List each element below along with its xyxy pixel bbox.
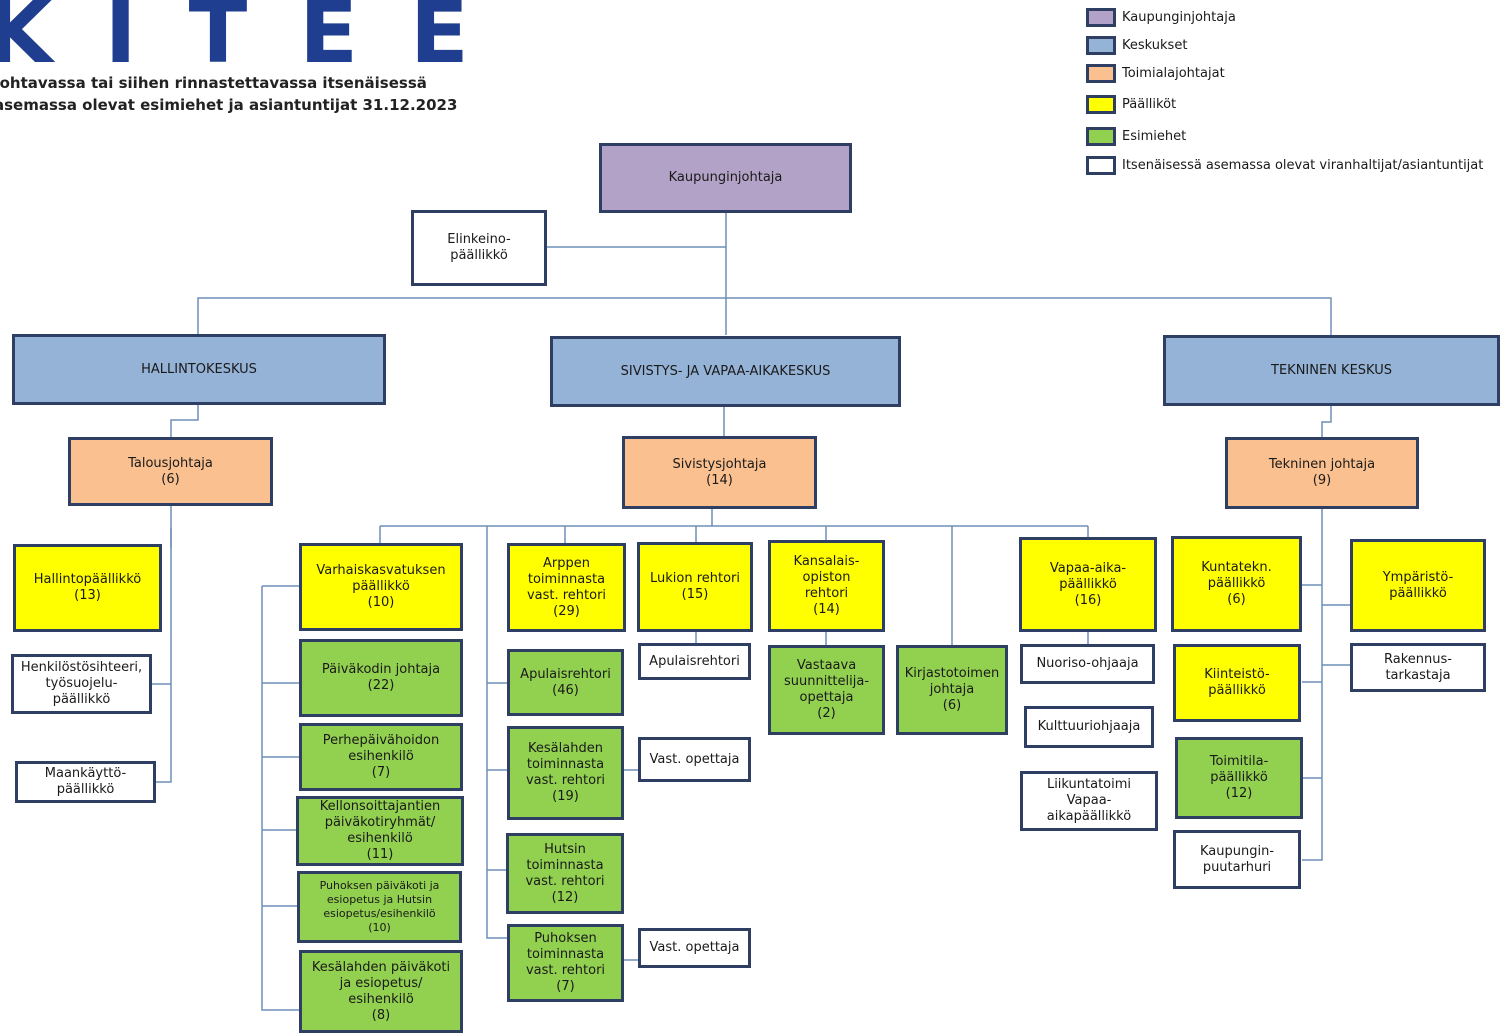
node-kesalahdenpaivakoti: Kesälahden päiväkoti ja esiopetus/ esihe… <box>299 950 463 1033</box>
node-sivistyskeskus: SIVISTYS- JA VAPAA-AIKAKESKUS <box>550 336 901 407</box>
legend-item-experts: Itsenäisessä asemassa olevat viranhaltij… <box>1086 156 1483 175</box>
node-perhepaivahoito: Perhepäivähoidon esihenkilö (7) <box>299 723 463 791</box>
legend-label: Itsenäisessä asemassa olevat viranhaltij… <box>1122 158 1484 173</box>
legend-swatch-purple <box>1086 8 1116 27</box>
node-nuoriso: Nuoriso-ohjaaja <box>1020 644 1155 684</box>
legend-swatch-blue <box>1086 36 1116 55</box>
legend-label: Esimiehet <box>1122 129 1187 144</box>
legend-label: Kaupunginjohtaja <box>1122 10 1236 25</box>
legend-item-supervisors: Esimiehet <box>1086 127 1186 146</box>
node-kulttuuri: Kulttuuriohjaaja <box>1024 706 1154 748</box>
legend-item-centers: Keskukset <box>1086 36 1187 55</box>
node-tekninenjohtaja: Tekninen johtaja (9) <box>1225 437 1419 509</box>
node-kellonsoittajantien: Kellonsoittajantien päiväkotiryhmät/ esi… <box>296 796 464 866</box>
node-tekninenkeskus: TEKNINEN KESKUS <box>1163 335 1500 406</box>
node-vapaaaika: Vapaa-aika- päällikkö (16) <box>1019 537 1157 632</box>
legend-label: Toimialajohtajat <box>1122 66 1225 81</box>
node-hallintokeskus: HALLINTOKESKUS <box>12 334 386 405</box>
subtitle-line-2: asemassa olevat esimiehet ja asiantuntij… <box>0 96 458 114</box>
node-lukio: Lukion rehtori (15) <box>637 542 753 632</box>
node-kuntatekn: Kuntatekn. päällikkö (6) <box>1171 536 1302 632</box>
node-apulaisrehtori: Apulaisrehtori <box>638 643 751 680</box>
legend-item-heads: Päälliköt <box>1086 95 1176 114</box>
node-kansalaisopisto: Kansalais- opiston rehtori (14) <box>768 540 885 632</box>
legend-swatch-green <box>1086 127 1116 146</box>
node-sivistysjohtaja: Sivistysjohtaja (14) <box>622 436 817 509</box>
legend-swatch-orange <box>1086 64 1116 83</box>
node-elinkeino: Elinkeino- päällikkö <box>411 210 547 286</box>
node-mayor: Kaupunginjohtaja <box>599 143 852 213</box>
node-hutsin: Hutsin toiminnasta vast. rehtori (12) <box>506 833 624 914</box>
subtitle-line-1: Johtavassa tai siihen rinnastettavassa i… <box>0 74 427 92</box>
node-paivakodinjohtaja: Päiväkodin johtaja (22) <box>299 639 463 717</box>
node-vastopettaja-2: Vast. opettaja <box>638 928 751 968</box>
node-liikunta: Liikuntatoimi Vapaa- aikapäällikkö <box>1020 771 1158 831</box>
node-varhaiskasvatus: Varhaiskasvatuksen päällikkö (10) <box>299 543 463 631</box>
legend-label: Keskukset <box>1122 38 1188 53</box>
node-rakennus: Rakennus- tarkastaja <box>1350 643 1486 692</box>
node-ymparisto: Ympäristö- päällikkö <box>1350 539 1486 632</box>
legend-label: Päälliköt <box>1122 97 1177 112</box>
node-puutarhuri: Kaupungin- puutarhuri <box>1173 830 1301 889</box>
legend-swatch-white <box>1086 156 1116 175</box>
node-toimitila: Toimitila- päällikkö (12) <box>1175 737 1303 819</box>
node-henkilosto: Henkilöstösihteeri, työsuojelu- päällikk… <box>11 654 152 714</box>
legend-swatch-yellow <box>1086 95 1116 114</box>
node-vastaava: Vastaava suunnittelija- opettaja (2) <box>768 645 885 735</box>
node-kirjasto: Kirjastotoimen johtaja (6) <box>896 645 1008 735</box>
kitee-logo: KITEE <box>0 0 521 83</box>
node-puhoksenrehtori: Puhoksen toiminnasta vast. rehtori (7) <box>507 924 624 1002</box>
node-maankaytto: Maankäyttö- päällikkö <box>15 761 156 803</box>
node-talousjohtaja: Talousjohtaja (6) <box>68 437 273 506</box>
legend-item-directors: Toimialajohtajat <box>1086 64 1225 83</box>
node-apulaisrehtori46: Apulaisrehtori (46) <box>507 649 624 716</box>
node-hallintopaallikko: Hallintopäällikkö (13) <box>13 544 162 632</box>
legend-item-mayor: Kaupunginjohtaja <box>1086 8 1236 27</box>
node-arppen: Arppen toiminnasta vast. rehtori (29) <box>507 543 626 632</box>
node-kesalahdenrehtori: Kesälahden toiminnasta vast. rehtori (19… <box>507 726 624 820</box>
node-puhoksenpaivakoti: Puhoksen päiväkoti ja esiopetus ja Hutsi… <box>297 871 462 943</box>
node-vastopettaja-1: Vast. opettaja <box>638 737 751 782</box>
node-kiinteisto: Kiinteistö- päällikkö <box>1173 644 1301 722</box>
